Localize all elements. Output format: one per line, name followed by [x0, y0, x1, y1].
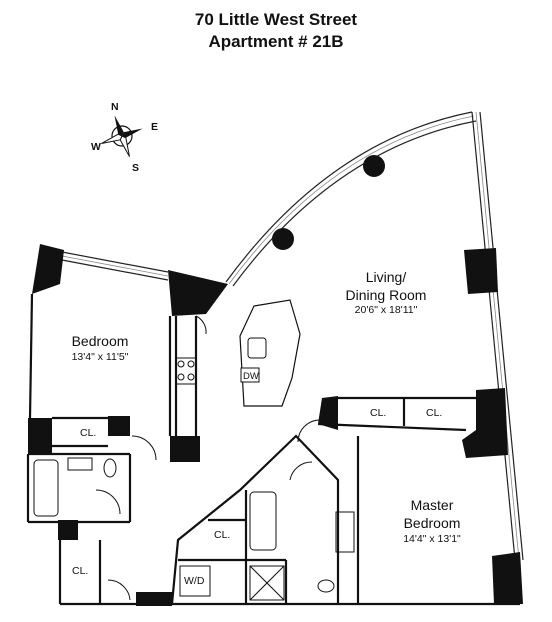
column	[363, 155, 385, 177]
bedroom-name: Bedroom	[72, 333, 129, 349]
plan-unit: Apartment # 21B	[208, 32, 344, 51]
master-bedroom-name-2: Bedroom	[404, 515, 461, 531]
bedroom-window-wall	[61, 251, 169, 281]
living-room-name-1: Living/	[366, 269, 407, 285]
bedroom-dims: 13'4" x 11'5"	[72, 351, 129, 363]
dishwasher-box	[240, 367, 260, 383]
compass-west-label: W	[91, 141, 101, 153]
living-room-name-2: Dining Room	[346, 287, 427, 303]
master-bedroom-name-1: Master	[411, 497, 454, 513]
cooktop	[175, 357, 197, 385]
living-room-dims: 20'6" x 18'11"	[355, 304, 418, 316]
door-swings	[95, 315, 321, 601]
bathroom-fixtures	[33, 457, 355, 601]
closet-label: CL.	[72, 565, 88, 577]
compass-icon	[101, 115, 143, 157]
compass-north-label: N	[111, 101, 119, 113]
closet-label: CL.	[214, 529, 230, 541]
compass-east-label: E	[151, 121, 158, 133]
right-window-wall	[471, 111, 524, 561]
kitchen-island	[239, 299, 301, 407]
column	[272, 228, 294, 250]
island-sink	[247, 337, 267, 359]
closet-label: CL.	[426, 407, 442, 419]
dishwasher-label: DW	[243, 371, 259, 382]
plan-address: 70 Little West Street	[194, 10, 358, 29]
closet-label: CL.	[370, 407, 386, 419]
master-bedroom-dims: 14'4" x 13'1"	[403, 533, 461, 545]
structural-walls	[28, 244, 523, 606]
closet-label: CL.	[80, 427, 96, 439]
washer-dryer-label: W/D	[184, 575, 205, 587]
curved-window-wall	[225, 111, 477, 287]
compass-south-label: S	[132, 162, 139, 174]
